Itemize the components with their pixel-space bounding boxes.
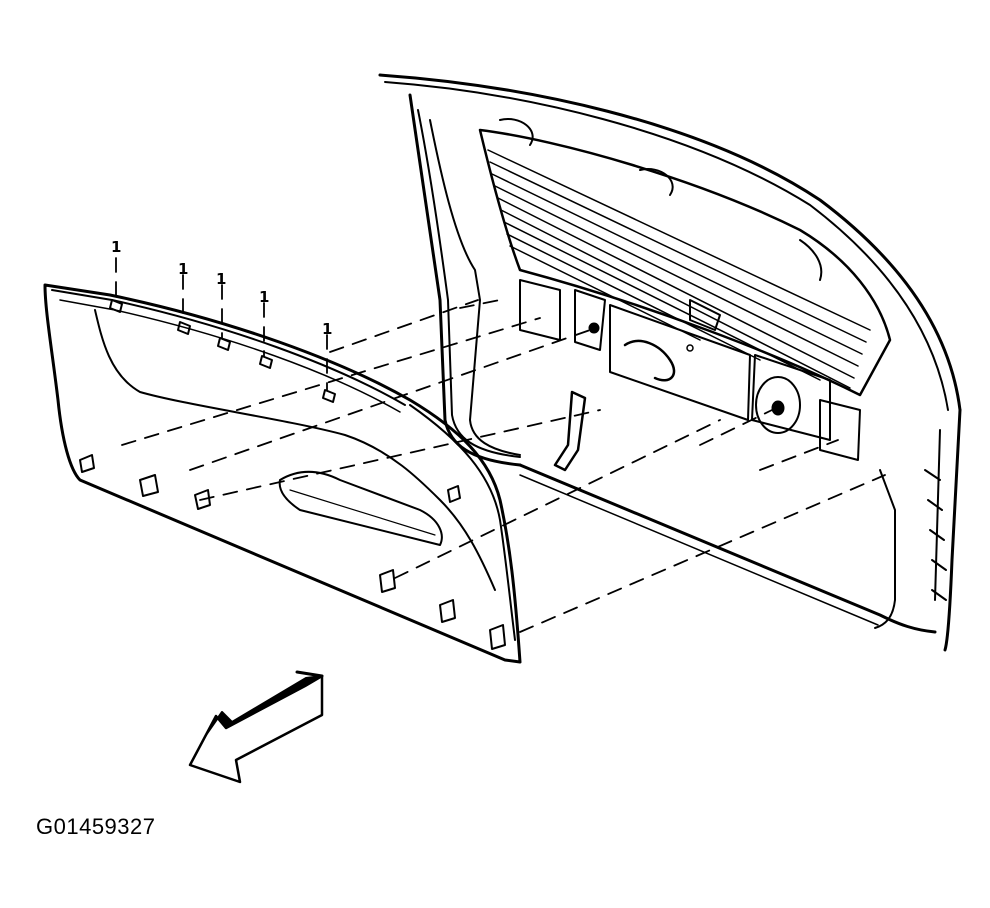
callout-1a: 1: [111, 238, 122, 256]
front-direction-arrow: [188, 670, 324, 784]
alignment-lines: [115, 257, 886, 633]
callout-1b: 1: [178, 260, 189, 278]
liftgate-inner-panel: [378, 73, 962, 652]
callout-1d: 1: [259, 288, 270, 306]
callout-1c: 1: [216, 270, 227, 288]
figure-id-label: G01459327: [36, 814, 156, 839]
trim-panel: [43, 283, 522, 664]
callout-1e: 1: [322, 320, 333, 338]
